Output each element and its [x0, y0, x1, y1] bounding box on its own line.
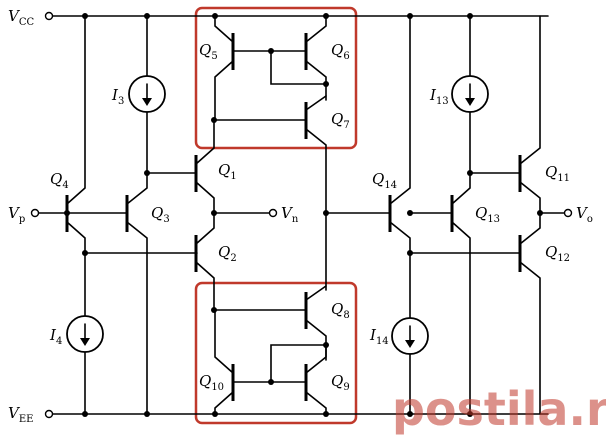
label-vcc: VCC: [8, 7, 34, 28]
transistor-q14: [388, 15, 411, 254]
transistor-q7: [213, 95, 327, 291]
label-q14: Q14: [372, 170, 397, 191]
label-q4: Q4: [50, 170, 69, 191]
label-vp: Vp: [8, 204, 25, 225]
transistor-q8: [213, 285, 327, 361]
current-source-i3: [128, 15, 166, 174]
label-vo: Vo: [576, 204, 593, 225]
transistor-q10: [214, 309, 307, 415]
transistor-q9: [270, 344, 327, 415]
label-q12: Q12: [545, 243, 570, 264]
label-q6: Q6: [331, 41, 350, 62]
transistor-q5: [214, 15, 307, 121]
label-q13: Q13: [475, 204, 500, 225]
junction-dots: [64, 13, 543, 417]
label-i4: I4: [49, 326, 62, 347]
transistor-q2: [194, 212, 215, 311]
label-i3: I3: [111, 86, 124, 107]
label-q10: Q10: [199, 372, 224, 393]
vee-rail: [44, 409, 549, 419]
current-source-i14: [391, 252, 429, 415]
label-q1: Q1: [218, 161, 237, 182]
label-q9: Q9: [331, 372, 350, 393]
watermark: postila.ru: [392, 382, 606, 436]
transistor-q4: [30, 15, 86, 415]
label-i14: I14: [369, 326, 389, 347]
label-q3: Q3: [151, 204, 170, 225]
label-vee: VEE: [8, 404, 33, 425]
transistor-q1: [146, 119, 215, 214]
transistor-q3: [66, 172, 148, 415]
label-i13: I13: [429, 86, 449, 107]
transistor-q13: [409, 172, 471, 415]
label-q8: Q8: [331, 300, 350, 321]
vn-output-wire: [213, 208, 278, 218]
label-q11: Q11: [545, 163, 570, 184]
vo-output-wire: [539, 208, 573, 218]
transistor-q11: [469, 15, 541, 214]
transistor-q12: [409, 212, 541, 415]
current-mirror-box-bottom: [194, 281, 358, 425]
label-q7: Q7: [331, 110, 350, 131]
transistor-q6: [270, 15, 327, 101]
label-q5: Q5: [199, 41, 218, 62]
current-source-i13: [451, 15, 489, 174]
current-source-i4: [66, 315, 104, 353]
label-q2: Q2: [218, 243, 237, 264]
current-mirror-box-top: [194, 6, 358, 150]
vcc-rail: [44, 11, 549, 21]
label-vn: Vn: [281, 204, 299, 225]
